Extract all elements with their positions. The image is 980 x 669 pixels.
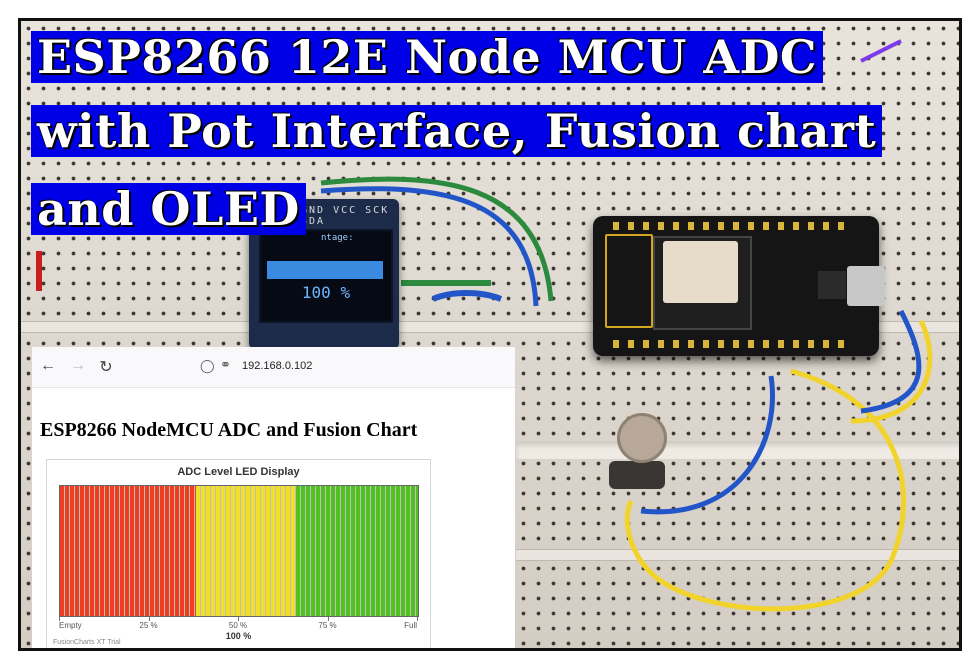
module-shield — [663, 241, 738, 303]
gauge-tick-label: 50 % — [228, 621, 248, 630]
pin-header-bottom — [613, 340, 853, 348]
gauge-tick — [238, 617, 239, 621]
potentiometer — [617, 413, 667, 463]
lock-icon[interactable]: ⚭ — [220, 357, 231, 372]
wifi-antenna — [605, 234, 653, 328]
image-frame: GND VCC SCK SDA ntage: 100 % ESP8266 12E… — [18, 18, 962, 651]
shield-icon[interactable]: ◯ — [200, 358, 215, 373]
oled-pin-labels: GND VCC SCK SDA — [301, 205, 390, 227]
title-line-2: with Pot Interface, Fusion chart — [31, 105, 883, 157]
pin-header-top — [613, 222, 853, 230]
usb-serial-chip — [818, 271, 846, 299]
page-heading: ESP8266 NodeMCU ADC and Fusion Chart — [40, 419, 418, 441]
gauge-tick — [59, 617, 60, 621]
gauge-tick — [148, 617, 150, 621]
address-bar-url[interactable]: 192.168.0.102 — [242, 360, 313, 372]
browser-window: ← → ↻ ◯ ⚭ 192.168.0.102 ESP8266 NodeMCU … — [32, 347, 515, 648]
led-gauge-chart: ADC Level LED Display 100 % FusionCharts… — [46, 459, 431, 648]
gauge-range-3 — [296, 486, 418, 616]
oled-level-bar — [267, 261, 383, 279]
gauge-tick-label: 25 % — [139, 621, 158, 630]
gauge-tick — [327, 617, 329, 621]
gauge-tick-label: 75 % — [318, 621, 337, 630]
gauge-value-label: 100 % — [225, 631, 252, 641]
oled-screen: ntage: 100 % — [259, 229, 393, 323]
gauge-tick-label: Full — [404, 621, 417, 630]
jumper-wires — [36, 39, 933, 612]
micro-usb-port — [847, 266, 885, 306]
gauge-range-1 — [60, 486, 197, 616]
browser-toolbar: ← → ↻ ◯ ⚭ 192.168.0.102 — [32, 347, 515, 388]
gauge-range-2 — [196, 486, 297, 616]
chart-watermark: FusionCharts XT Trial — [53, 639, 121, 646]
gauge-tick-label: Empty — [59, 621, 82, 630]
title-line-3: and OLED — [31, 183, 306, 235]
title-line-1: ESP8266 12E Node MCU ADC — [31, 31, 824, 83]
potentiometer-base — [609, 461, 665, 489]
nodemcu-board — [593, 216, 885, 356]
reload-icon[interactable]: ↻ — [99, 359, 113, 376]
oled-module: GND VCC SCK SDA ntage: 100 % — [249, 199, 399, 349]
arrow-left-icon[interactable]: ← — [40, 357, 56, 374]
oled-value-text: 100 % — [301, 283, 351, 302]
breadboard-rail — [516, 549, 959, 561]
gauge-tick — [417, 617, 418, 621]
chart-title: ADC Level LED Display — [177, 466, 300, 478]
gauge-ticks — [59, 617, 418, 621]
arrow-right-icon[interactable]: → — [70, 357, 86, 374]
led-gauge-bar — [59, 485, 419, 617]
oled-top-text: ntage: — [321, 233, 354, 243]
